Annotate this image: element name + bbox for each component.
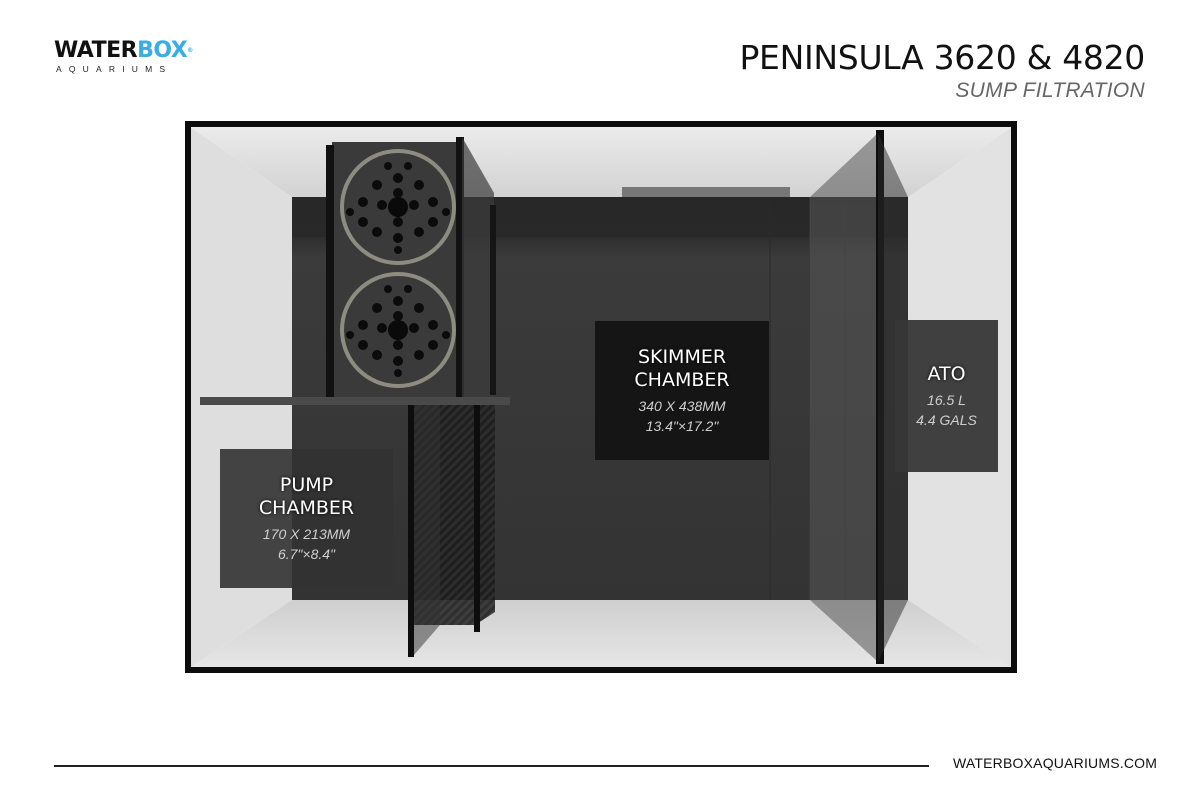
chamber-volume-gallons: 4.4 GALS bbox=[916, 411, 977, 428]
ato-baffle bbox=[810, 133, 878, 662]
bottom-face bbox=[190, 600, 1012, 668]
sock-shelf bbox=[200, 397, 510, 405]
footer-divider bbox=[54, 765, 929, 767]
page-subtitle: SUMP FILTRATION bbox=[955, 79, 1145, 102]
chamber-label-pump: PUMP CHAMBER 170 X 213MM 6.7"×8.4" bbox=[220, 449, 393, 588]
chamber-name: ATO bbox=[927, 362, 966, 385]
chamber-dimension-metric: 340 X 438MM bbox=[638, 397, 726, 414]
logo-primary: WATER bbox=[54, 38, 138, 63]
chamber-volume-liters: 16.5 L bbox=[927, 391, 966, 408]
logo-registered: ® bbox=[187, 47, 193, 54]
chamber-dimension-metric: 170 X 213MM bbox=[262, 525, 351, 542]
chamber-label-ato: ATO 16.5 L 4.4 GALS bbox=[895, 320, 998, 472]
sump-frame bbox=[185, 121, 1017, 673]
brand-logo: WATERBOX® AQUARIUMS bbox=[54, 40, 193, 75]
chamber-name: CHAMBER bbox=[258, 496, 355, 519]
chamber-name: CHAMBER bbox=[634, 368, 730, 391]
chamber-dimension-imperial: 13.4"×17.2" bbox=[645, 417, 719, 434]
chamber-dimension-imperial: 6.7"×8.4" bbox=[277, 545, 336, 562]
filter-sock-bottom bbox=[340, 272, 456, 388]
page-header: PENINSULA 3620 & 4820 SUMP FILTRATION bbox=[739, 38, 1145, 103]
chamber-name: SKIMMER bbox=[637, 345, 727, 368]
chamber-label-skimmer: SKIMMER CHAMBER 340 X 438MM 13.4"×17.2" bbox=[595, 321, 769, 460]
filter-sock-top bbox=[340, 149, 456, 265]
logo-wordmark: WATERBOX® bbox=[54, 40, 193, 62]
page-title: PENINSULA 3620 & 4820 bbox=[739, 38, 1145, 77]
chamber-name: PUMP bbox=[279, 473, 334, 496]
logo-accent: BOX bbox=[137, 38, 188, 63]
footer-website-link[interactable]: WATERBOXAQUARIUMS.COM bbox=[953, 755, 1158, 771]
logo-subtitle: AQUARIUMS bbox=[56, 64, 173, 74]
